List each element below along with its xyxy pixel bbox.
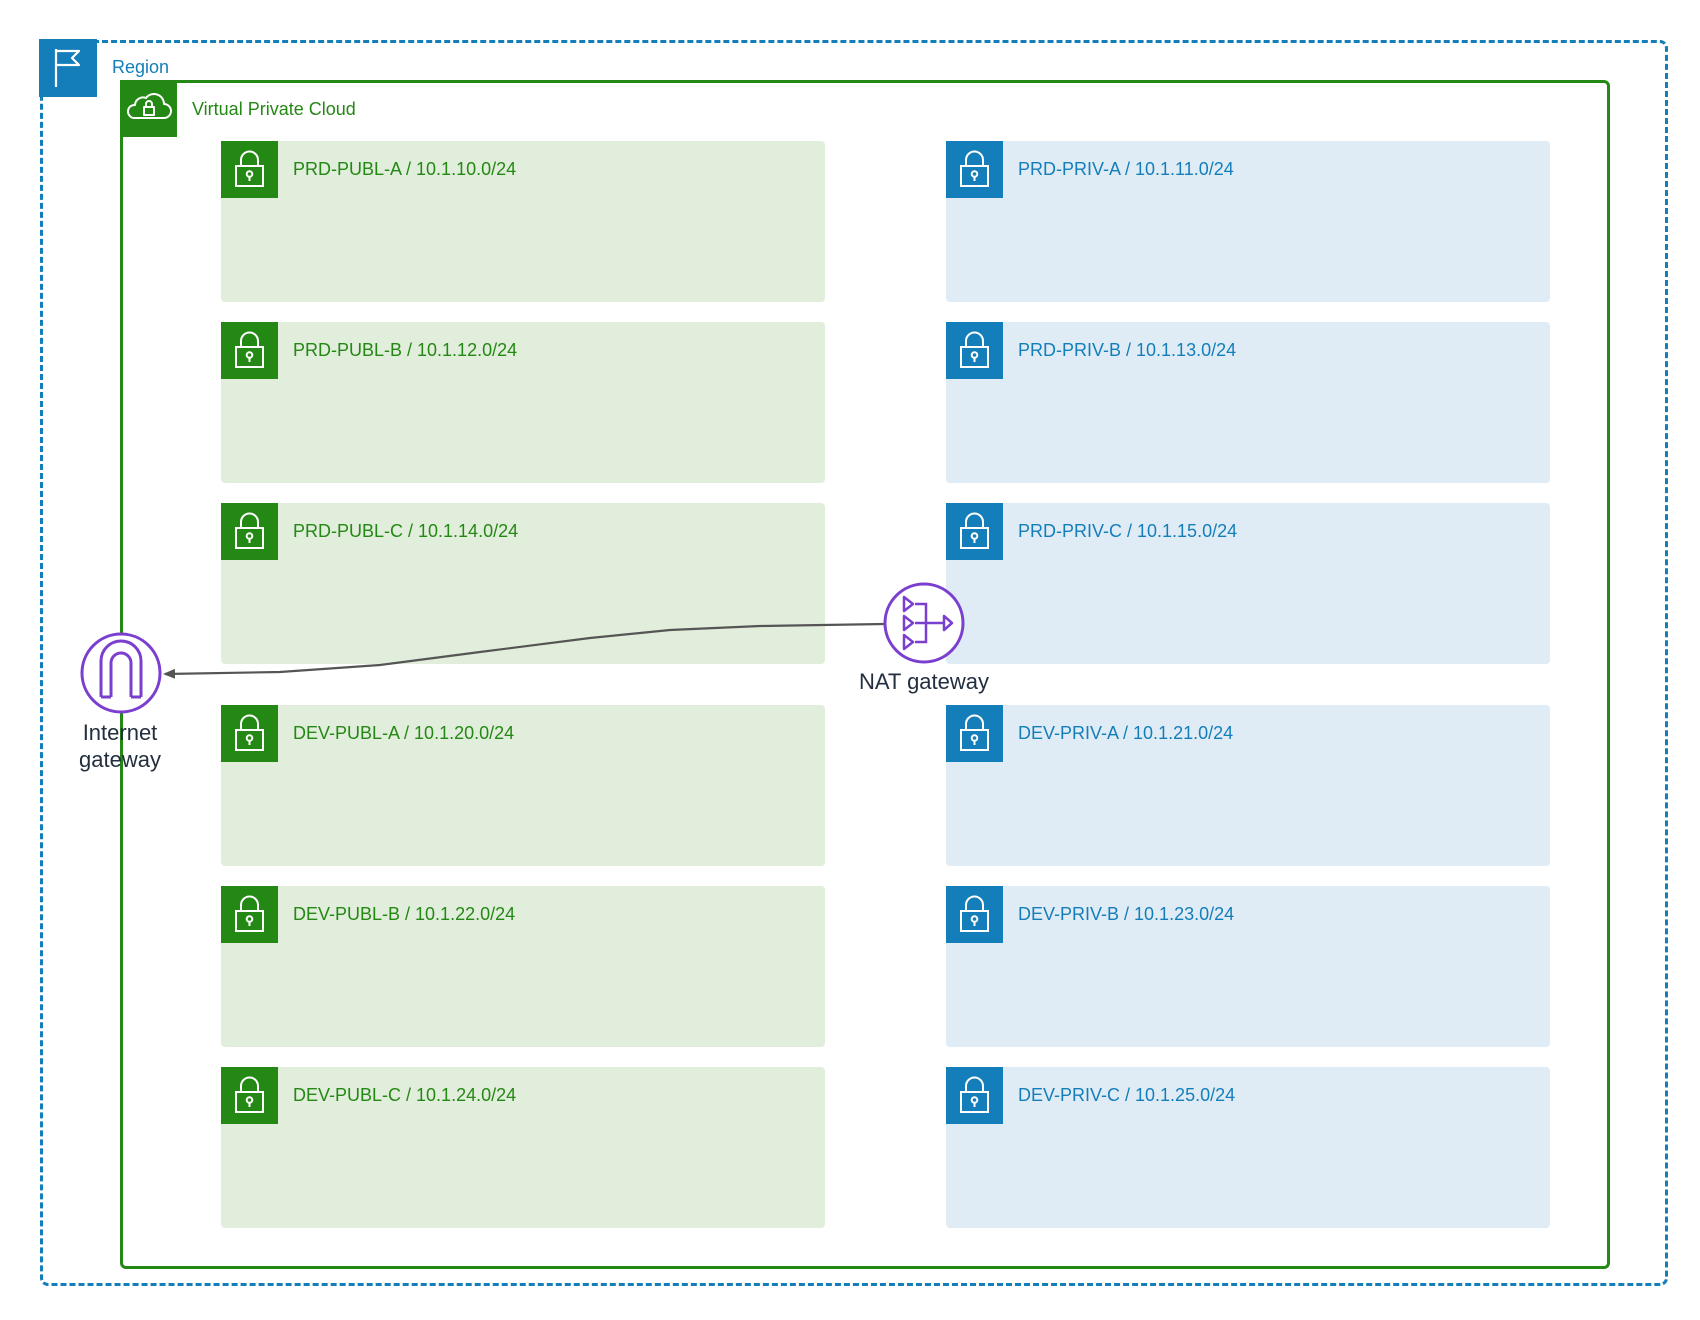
internet-gateway-label: Internet gateway bbox=[60, 719, 180, 773]
subnet-prd-publ-c[interactable]: PRD-PUBL-C / 10.1.14.0/24 bbox=[221, 503, 825, 664]
subnet-label: DEV-PUBL-C / 10.1.24.0/24 bbox=[293, 1085, 517, 1105]
padlock-icon bbox=[946, 503, 1003, 560]
subnet-dev-publ-c[interactable]: DEV-PUBL-C / 10.1.24.0/24 bbox=[221, 1067, 825, 1228]
subnet-dev-priv-b[interactable]: DEV-PRIV-B / 10.1.23.0/24 bbox=[946, 886, 1550, 1047]
subnet-label: DEV-PUBL-B / 10.1.22.0/24 bbox=[293, 904, 516, 924]
subnet-prd-priv-c[interactable]: PRD-PRIV-C / 10.1.15.0/24 bbox=[946, 503, 1550, 664]
padlock-icon bbox=[221, 705, 278, 762]
subnet-label: DEV-PUBL-A / 10.1.20.0/24 bbox=[293, 723, 515, 743]
subnet-dev-priv-c[interactable]: DEV-PRIV-C / 10.1.25.0/24 bbox=[946, 1067, 1550, 1228]
subnet-label: DEV-PRIV-C / 10.1.25.0/24 bbox=[1018, 1085, 1236, 1105]
region-label: Region bbox=[112, 57, 170, 77]
subnet-label: PRD-PUBL-A / 10.1.10.0/24 bbox=[293, 159, 517, 179]
padlock-icon bbox=[221, 503, 278, 560]
subnet-prd-priv-b[interactable]: PRD-PRIV-B / 10.1.13.0/24 bbox=[946, 322, 1550, 483]
subnet-dev-priv-a[interactable]: DEV-PRIV-A / 10.1.21.0/24 bbox=[946, 705, 1550, 866]
subnet-label: PRD-PRIV-C / 10.1.15.0/24 bbox=[1018, 521, 1238, 541]
subnet-prd-priv-a[interactable]: PRD-PRIV-A / 10.1.11.0/24 bbox=[946, 141, 1550, 302]
padlock-icon bbox=[221, 1067, 278, 1124]
padlock-icon bbox=[946, 1067, 1003, 1124]
internet-gateway-label-line1: Internet bbox=[82, 720, 158, 745]
subnet-label: PRD-PUBL-C / 10.1.14.0/24 bbox=[293, 521, 519, 541]
padlock-icon bbox=[946, 886, 1003, 943]
subnet-dev-publ-a[interactable]: DEV-PUBL-A / 10.1.20.0/24 bbox=[221, 705, 825, 866]
subnet-dev-publ-b[interactable]: DEV-PUBL-B / 10.1.22.0/24 bbox=[221, 886, 825, 1047]
nat-gateway-label: NAT gateway bbox=[858, 669, 990, 694]
padlock-icon bbox=[946, 141, 1003, 198]
subnet-label: DEV-PRIV-A / 10.1.21.0/24 bbox=[1018, 723, 1234, 743]
subnet-prd-publ-b[interactable]: PRD-PUBL-B / 10.1.12.0/24 bbox=[221, 322, 825, 483]
subnet-prd-publ-a[interactable]: PRD-PUBL-A / 10.1.10.0/24 bbox=[221, 141, 825, 302]
internet-gateway-label-line2: gateway bbox=[79, 747, 161, 772]
cloud-lock-icon bbox=[120, 80, 177, 137]
subnet-label: PRD-PRIV-B / 10.1.13.0/24 bbox=[1018, 340, 1237, 360]
padlock-icon bbox=[221, 886, 278, 943]
padlock-icon bbox=[221, 322, 278, 379]
subnet-label: PRD-PUBL-B / 10.1.12.0/24 bbox=[293, 340, 518, 360]
padlock-icon bbox=[946, 322, 1003, 379]
subnet-label: PRD-PRIV-A / 10.1.11.0/24 bbox=[1018, 159, 1234, 179]
vpc-label: Virtual Private Cloud bbox=[192, 99, 356, 119]
region-container[interactable] bbox=[40, 40, 1668, 1286]
flag-icon bbox=[39, 39, 97, 97]
subnet-label: DEV-PRIV-B / 10.1.23.0/24 bbox=[1018, 904, 1235, 924]
padlock-icon bbox=[946, 705, 1003, 762]
padlock-icon bbox=[221, 141, 278, 198]
